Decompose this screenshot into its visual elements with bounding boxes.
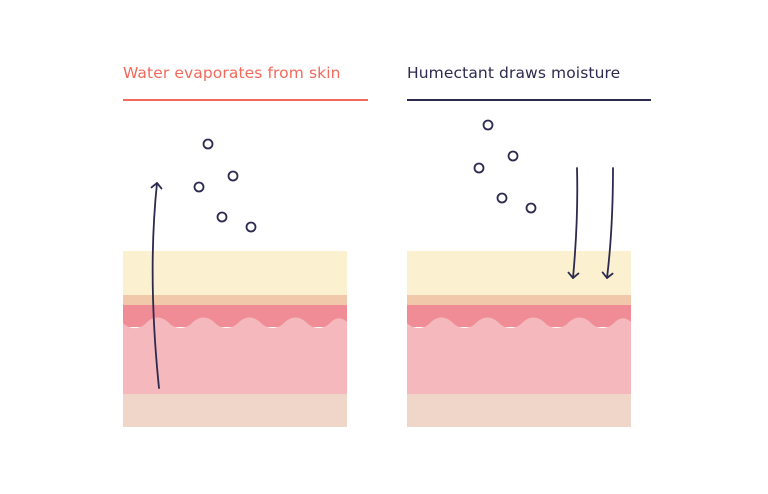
water-molecule-icon: [473, 162, 485, 174]
evaporation-arrow-icon: [150, 182, 163, 389]
water-molecule-icon: [245, 221, 257, 233]
water-molecule-icon: [202, 138, 214, 150]
left-water-molecules: [193, 138, 257, 233]
water-molecule-icon: [482, 119, 494, 131]
water-molecule-icon: [227, 170, 239, 182]
left-skin-block: [123, 251, 347, 427]
left-title-underline: [123, 99, 368, 101]
right-skin-block: [407, 251, 631, 427]
right-panel-title: Humectant draws moisture: [407, 64, 621, 82]
right-dermis: [407, 317, 631, 394]
left-stratum-corneum: [123, 251, 347, 295]
moisture-arrow-icon: [567, 167, 580, 279]
right-hypodermis: [407, 394, 631, 427]
moisture-arrow-icon: [601, 167, 614, 279]
water-molecule-icon: [525, 202, 537, 214]
water-molecule-icon: [496, 192, 508, 204]
water-molecule-icon: [507, 150, 519, 162]
left-dermis: [123, 317, 347, 394]
right-water-molecules: [473, 119, 537, 214]
water-molecule-icon: [216, 211, 228, 223]
water-molecule-icon: [193, 181, 205, 193]
right-thin-band: [407, 295, 631, 305]
left-thin-band: [123, 295, 347, 305]
left-panel-title: Water evaporates from skin: [123, 64, 341, 82]
left-hypodermis: [123, 394, 347, 427]
right-title-underline: [407, 99, 651, 101]
right-stratum-corneum: [407, 251, 631, 295]
